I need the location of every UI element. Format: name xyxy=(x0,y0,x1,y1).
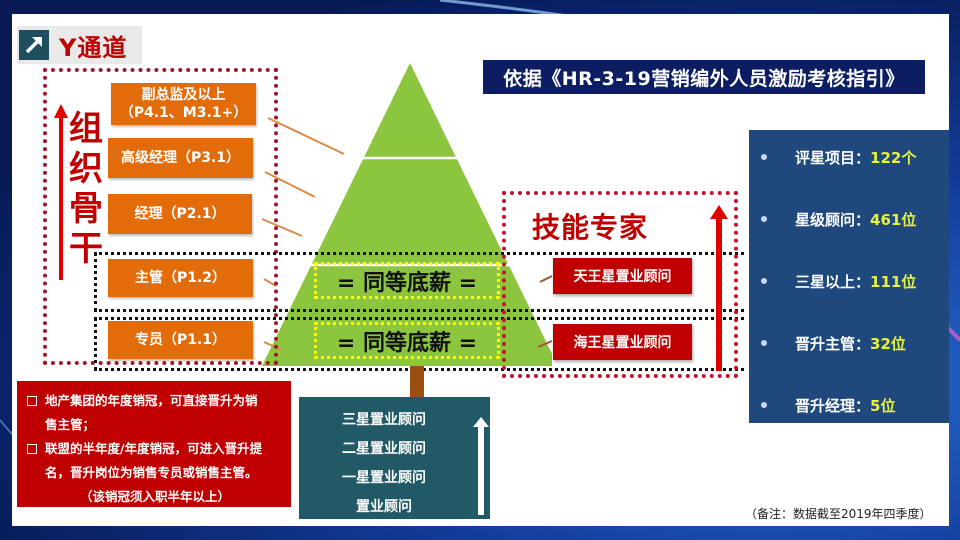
level-neptune-consultant: 海王星置业顾问 xyxy=(553,324,692,360)
skill-track-title: 技能专家 xyxy=(532,211,649,244)
consultant-level-1star: 一星置业顾问 xyxy=(342,470,426,486)
note-remark: （该销冠须入职半年以上） xyxy=(79,489,230,504)
level-supervisor: 主管（P1.2） xyxy=(108,259,253,297)
bullet-icon xyxy=(761,402,767,408)
consultant-level-base: 置业顾问 xyxy=(356,499,412,515)
arrow-up-icon xyxy=(473,417,489,515)
pyramid-trunk xyxy=(410,366,424,398)
stat-star-consultants: 星级顾问： 461位 xyxy=(749,204,949,234)
channel-title-text: Y通道 xyxy=(59,33,128,62)
basis-banner: 依据《HR-3-19营销编外人员激励考核指引》 xyxy=(483,60,925,94)
equal-salary-badge: = 同等底薪 = xyxy=(314,322,500,359)
checkbox-bullet-icon xyxy=(27,396,37,406)
stat-promoted-manager: 晋升经理： 5位 xyxy=(749,390,949,420)
checkbox-bullet-icon xyxy=(27,444,37,454)
row-supervisor-border xyxy=(94,252,744,312)
stat-promoted-supervisor: 晋升主管： 32位 xyxy=(749,328,949,358)
bullet-icon xyxy=(761,278,767,284)
consultant-level-2star: 二星置业顾问 xyxy=(342,441,426,457)
note-item: 联盟的半年度/年度销冠，可进入晋升提 名，晋升岗位为销售专员或销售主管。 xyxy=(27,437,283,485)
level-deputy-director: 副总监及以上 （P4.1、M3.1+） xyxy=(111,83,256,125)
bullet-icon xyxy=(761,154,767,160)
level-uranus-consultant: 天王星置业顾问 xyxy=(553,258,692,294)
consultant-level-3star: 三星置业顾问 xyxy=(342,412,426,428)
bullet-icon xyxy=(761,216,767,222)
note-item: 地产集团的年度销冠，可直接晋升为销 售主管； xyxy=(27,389,283,437)
skill-track-border xyxy=(502,191,738,378)
pyramid-diagram xyxy=(262,63,552,366)
equal-salary-badge: = 同等底薪 = xyxy=(314,262,500,299)
arrow-up-icon xyxy=(710,205,728,371)
data-footnote: （备注：数据截至2019年四季度） xyxy=(745,507,932,521)
arrow-up-icon xyxy=(54,104,68,280)
org-track-border xyxy=(43,68,278,365)
stat-three-star-plus: 三星以上： 111位 xyxy=(749,266,949,296)
level-senior-manager: 高级经理（P3.1） xyxy=(108,138,253,178)
stat-rated-projects: 评星项目： 122个 xyxy=(749,142,949,172)
slide-canvas: Y通道 依据《HR-3-19营销编外人员激励考核指引》 组 织 骨 干 副总监及… xyxy=(12,14,949,526)
connector-lines xyxy=(261,117,553,351)
level-specialist: 专员（P1.1） xyxy=(108,321,253,359)
arrow-up-right-icon xyxy=(19,30,49,60)
consultant-ladder: 三星置业顾问 二星置业顾问 一星置业顾问 置业顾问 xyxy=(299,397,490,519)
stats-panel: 评星项目： 122个 星级顾问： 461位 三星以上： 111位 晋升主管： 3… xyxy=(749,130,949,423)
org-track-label: 组 织 骨 干 xyxy=(69,109,103,269)
channel-title: Y通道 xyxy=(17,26,142,64)
promotion-notes: 地产集团的年度销冠，可直接晋升为销 售主管； 联盟的半年度/年度销冠，可进入晋升… xyxy=(17,381,291,507)
level-manager: 经理（P2.1） xyxy=(108,194,252,234)
bullet-icon xyxy=(761,340,767,346)
